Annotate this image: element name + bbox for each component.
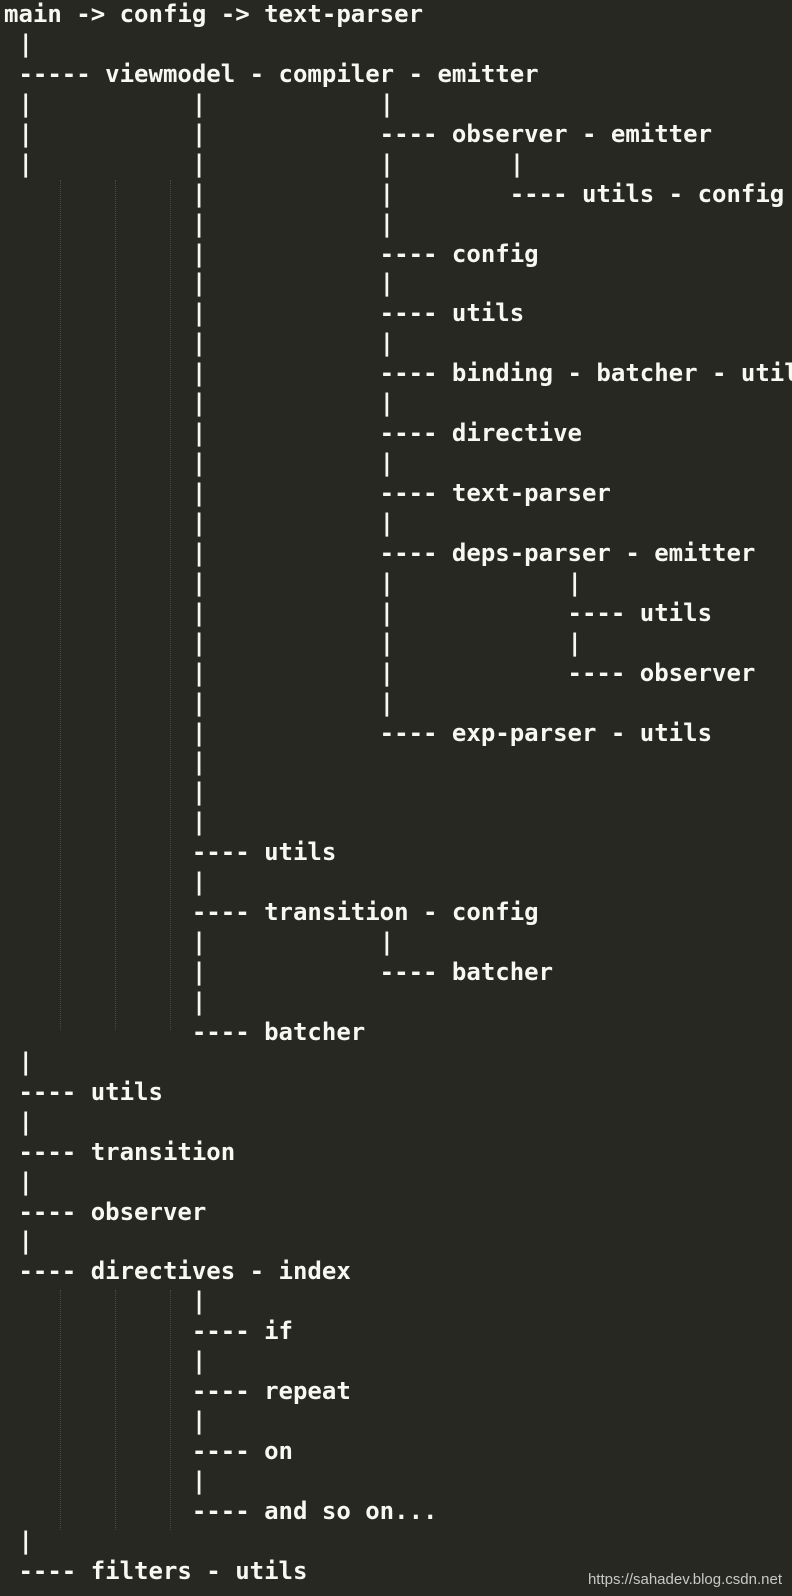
code-line: | | [4, 269, 395, 298]
code-line: ---- repeat [4, 1377, 351, 1406]
code-line: | | [4, 928, 395, 957]
code-line: ---- transition [4, 1137, 236, 1166]
indent-guide [60, 1290, 61, 1530]
code-line: | | ---- observer [4, 658, 756, 687]
code-line: | ---- directive [4, 419, 582, 448]
code-line: | | [4, 508, 395, 537]
code-line: | ---- utils [4, 299, 525, 328]
code-line: ---- directives - index [4, 1257, 351, 1286]
code-line: | [4, 1047, 33, 1076]
code-line: | [4, 1407, 207, 1436]
code-line: | [4, 868, 207, 897]
code-line: | | ---- observer - emitter [4, 119, 713, 148]
code-line: | | [4, 389, 395, 418]
code-line: ---- on [4, 1437, 293, 1465]
code-line: | | | [4, 628, 582, 657]
code-line: | [4, 1167, 33, 1196]
code-line: | | [4, 449, 395, 478]
code-line: ---- utils [4, 838, 337, 867]
code-line: | ---- deps-parser - emitter [4, 538, 756, 567]
code-line: | ---- batcher [4, 958, 554, 986]
code-line: | | | | [4, 149, 525, 178]
code-line: | ---- exp-parser - utils [4, 718, 713, 747]
code-line: | [4, 808, 207, 837]
code-line: | | [4, 209, 395, 238]
code-line: | | [4, 688, 395, 717]
code-line: | ---- config [4, 239, 539, 268]
code-line: | [4, 1107, 33, 1136]
code-line: main -> config -> text-parser [4, 0, 424, 28]
indent-guide [60, 180, 61, 1030]
code-line: ---- if [4, 1317, 293, 1346]
code-line: ---- transition - config [4, 898, 539, 927]
code-line: ---- utils [4, 1077, 163, 1106]
indent-guide [170, 1290, 171, 1530]
code-line: | [4, 1526, 33, 1555]
code-line: | [4, 1227, 33, 1256]
code-line: ---- filters - utils [4, 1556, 308, 1585]
code-line: | | ---- utils - config [4, 179, 785, 208]
code-line: | ---- binding - batcher - utils [4, 359, 792, 388]
code-line: | [4, 1466, 207, 1495]
code-text[interactable]: main -> config -> text-parser | ----- vi… [4, 0, 792, 1587]
code-line: | [4, 778, 207, 807]
code-line: | [4, 29, 33, 58]
code-line: | [4, 987, 207, 1016]
code-line: ---- and so on... [4, 1496, 438, 1525]
code-line: | | [4, 329, 395, 358]
indent-guide [170, 180, 171, 1030]
code-line: | [4, 1287, 207, 1316]
indent-guide [115, 1290, 116, 1530]
code-line: | | | [4, 89, 395, 118]
code-line: | | ---- utils [4, 598, 713, 627]
code-line: ---- batcher [4, 1017, 366, 1046]
watermark: https://sahadev.blog.csdn.net [587, 1571, 782, 1588]
code-line: | [4, 1347, 207, 1376]
code-line: | | | [4, 568, 582, 597]
indent-guide [115, 180, 116, 1030]
code-line: | ---- text-parser [4, 479, 611, 507]
code-line: ----- viewmodel - compiler - emitter [4, 59, 539, 88]
code-line: ---- observer [4, 1197, 207, 1226]
code-line: | [4, 748, 207, 777]
